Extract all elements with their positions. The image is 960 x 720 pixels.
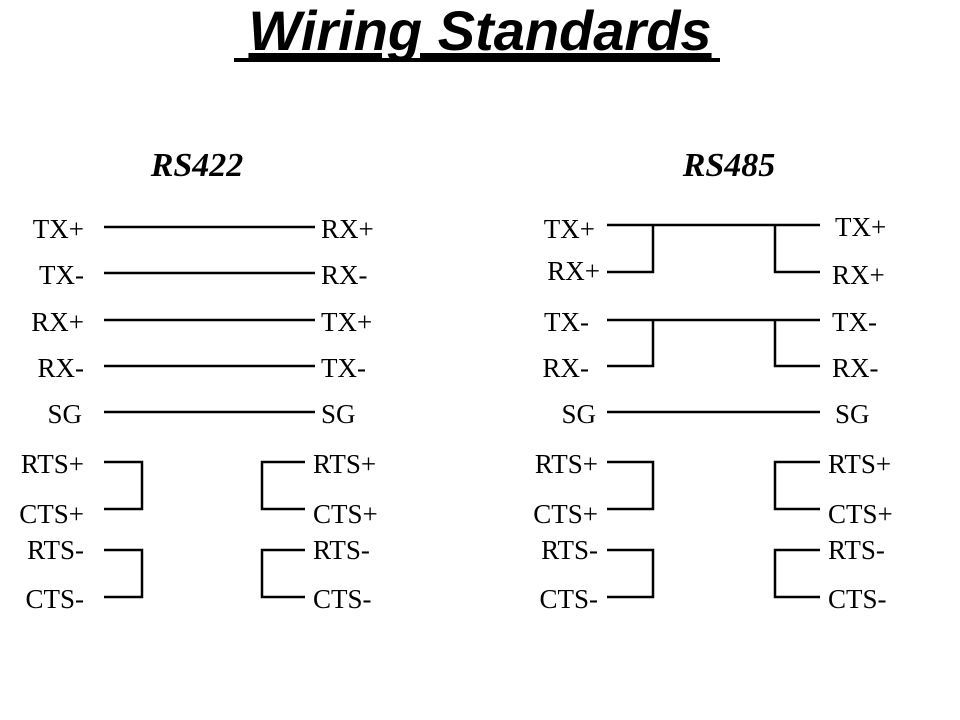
rs485-right-pin-label: CTS+ xyxy=(828,499,893,529)
rs422-left-pin-label: CTS+ xyxy=(19,499,84,529)
rs485-left-minus-tie xyxy=(607,320,655,368)
rs485-right-pin-label: CTS- xyxy=(828,584,887,614)
rs485-right-pin-label: TX+ xyxy=(835,212,886,242)
rs422-left-rts-cts-minus-jumper xyxy=(104,548,144,599)
rs485-left-pin-label: RX+ xyxy=(547,256,600,286)
rs422-left-pin-label: TX- xyxy=(39,260,84,290)
rs485-heading: RS485 xyxy=(682,147,776,184)
rs422-right-pin-label: CTS- xyxy=(313,584,372,614)
rs485-left-pin-label: TX+ xyxy=(544,214,595,244)
rs485-left-plus-tie xyxy=(607,225,655,274)
rs422-left-pin-label: RTS+ xyxy=(21,449,84,479)
rs485-right-pin-label: TX- xyxy=(832,307,877,337)
rs422-heading: RS422 xyxy=(150,147,244,184)
rs485-right-pin-label: RTS- xyxy=(828,535,885,565)
rs485-left-pin-label: TX- xyxy=(544,307,589,337)
rs422-right-pin-label: TX+ xyxy=(321,307,372,337)
rs485-right-pin-label: SG xyxy=(835,399,870,429)
rs422-left-pin-label: RTS- xyxy=(27,535,84,565)
rs422-left-pin-label: SG xyxy=(47,399,82,429)
rs485-right-minus-tie xyxy=(773,320,820,368)
rs485-right-rts-cts-minus-jumper xyxy=(773,548,820,599)
rs485-left-rts-cts-minus-jumper xyxy=(607,548,655,599)
rs485-left-pin-label: RTS- xyxy=(541,535,598,565)
rs422-right-pin-label: TX- xyxy=(321,353,366,383)
rs485-right-pin-label: RX- xyxy=(832,353,879,383)
rs485-left-rts-cts-plus-jumper xyxy=(607,460,655,511)
rs422-left-pin-label: CTS- xyxy=(25,584,84,614)
rs485-right-pin-label: RTS+ xyxy=(828,449,891,479)
rs485-left-pin-label: SG xyxy=(561,399,596,429)
rs422-right-rts-cts-minus-jumper xyxy=(260,548,305,599)
rs422-left-pin-label: TX+ xyxy=(33,214,84,244)
rs485-right-plus-tie xyxy=(773,225,820,274)
page-title: Wiring Standards xyxy=(248,0,711,62)
rs485-left-pin-label: RTS+ xyxy=(535,449,598,479)
rs422-right-pin-label: RX- xyxy=(321,260,368,290)
rs485-left-pin-label: CTS- xyxy=(539,584,598,614)
rs422-right-pin-label: CTS+ xyxy=(313,499,378,529)
rs422-right-pin-label: RTS+ xyxy=(313,449,376,479)
rs422-right-pin-label: RX+ xyxy=(321,214,374,244)
rs485-left-pin-label: RX- xyxy=(543,353,590,383)
rs485-left-pin-label: CTS+ xyxy=(533,499,598,529)
rs422-right-rts-cts-plus-jumper xyxy=(260,460,305,511)
rs485-right-pin-label: RX+ xyxy=(832,260,885,290)
rs422-left-pin-label: RX- xyxy=(38,353,85,383)
rs422-left-rts-cts-plus-jumper xyxy=(104,460,144,511)
rs422-right-pin-label: SG xyxy=(321,399,356,429)
rs485-right-rts-cts-plus-jumper xyxy=(773,460,820,511)
rs422-right-pin-label: RTS- xyxy=(313,535,370,565)
rs422-left-pin-label: RX+ xyxy=(31,307,84,337)
